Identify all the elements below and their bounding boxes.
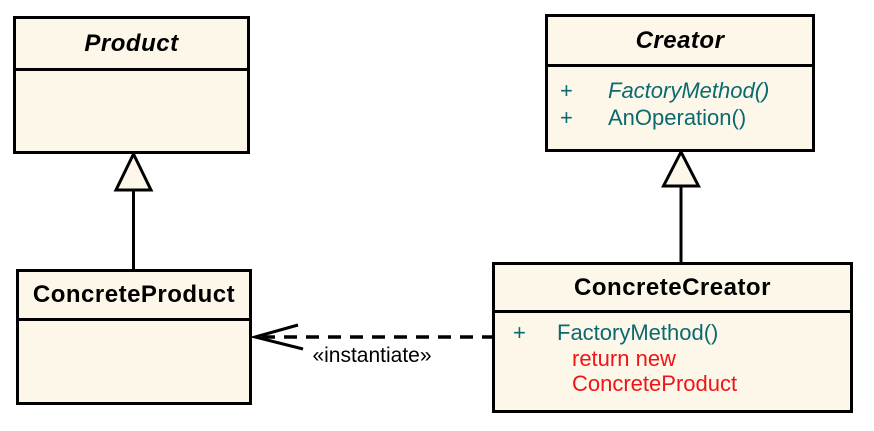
visibility-symbol: +: [513, 320, 526, 345]
class-name-creator: Creator: [548, 17, 812, 67]
method-row-factory-method: + FactoryMethod(): [560, 77, 812, 104]
class-body-creator: + FactoryMethod() + AnOperation(): [548, 67, 812, 131]
method-row-factory-method: + FactoryMethod(): [513, 320, 850, 346]
visibility-symbol: +: [560, 105, 573, 130]
generalization-triangle-icon: [661, 148, 701, 188]
method-row-an-operation: + AnOperation(): [560, 104, 812, 131]
code-note-line: return new: [572, 346, 676, 371]
class-name-product: Product: [16, 19, 247, 71]
class-box-creator: Creator + FactoryMethod() + AnOperation(…: [545, 14, 815, 152]
method-signature: AnOperation(): [608, 105, 747, 130]
class-box-concrete-product: ConcreteProduct: [16, 269, 252, 405]
class-name-concrete-creator: ConcreteCreator: [495, 265, 850, 313]
class-box-concrete-creator: ConcreteCreator + FactoryMethod() return…: [492, 262, 853, 413]
generalization-triangle-icon: [113, 150, 154, 192]
class-body-concrete-creator: + FactoryMethod() return new ConcretePro…: [495, 313, 850, 396]
code-note-line: ConcreteProduct: [572, 371, 738, 396]
visibility-symbol: +: [560, 78, 573, 103]
class-box-product: Product: [13, 16, 250, 154]
class-name-concrete-product: ConcreteProduct: [19, 272, 249, 321]
method-signature: FactoryMethod(): [557, 320, 719, 345]
instantiate-label: «instantiate»: [312, 344, 432, 367]
open-arrowhead-icon: [249, 323, 304, 351]
method-signature: FactoryMethod(): [608, 78, 770, 103]
